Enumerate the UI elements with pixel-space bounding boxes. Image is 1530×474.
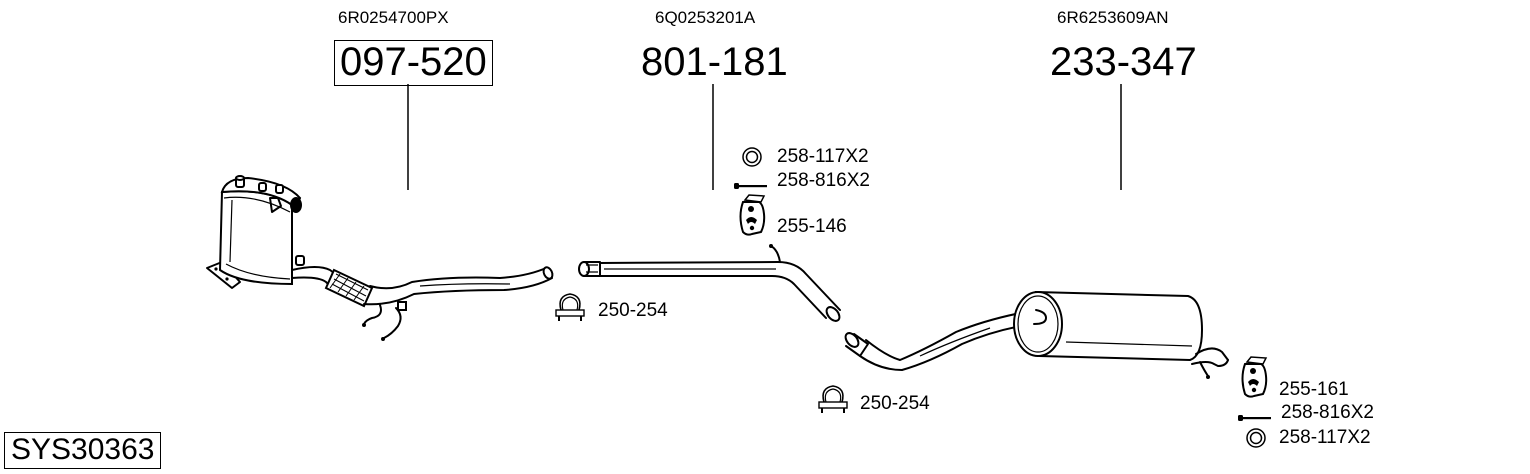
pipe-clamp-icon: [816, 382, 850, 416]
oem-number-part-2: 6Q0253201A: [655, 8, 756, 27]
accessory-label[interactable]: 255-146: [777, 216, 847, 237]
sealing-ring-icon: [741, 146, 763, 168]
accessory-label[interactable]: 258-816X2: [777, 170, 870, 191]
dpf-drawing: [206, 175, 554, 341]
sealing-ring-icon: [1245, 427, 1267, 449]
bolt-icon: [734, 182, 768, 190]
part-number-233-347[interactable]: 233-347: [1050, 40, 1197, 84]
system-code: SYS30363: [4, 432, 162, 469]
pipe-clamp-icon: [553, 290, 587, 324]
accessory-label[interactable]: 258-816X2: [1281, 402, 1374, 423]
oem-number-part-1: 6R0254700PX: [338, 8, 449, 27]
intermediate-pipe-drawing: [578, 244, 841, 322]
bolt-icon: [1238, 414, 1272, 422]
accessory-label[interactable]: 255-161: [1279, 379, 1349, 400]
part-number-801-181[interactable]: 801-181: [641, 40, 788, 84]
rubber-hanger-icon: [737, 194, 767, 236]
accessory-label[interactable]: 250-254: [598, 300, 668, 321]
rubber-hanger-icon: [1239, 356, 1269, 398]
part-number-097-520[interactable]: 097-520: [334, 40, 493, 86]
accessory-label[interactable]: 250-254: [860, 393, 930, 414]
oem-number-part-3: 6R6253609AN: [1057, 8, 1169, 27]
accessory-label[interactable]: 258-117X2: [777, 146, 869, 167]
accessory-label[interactable]: 258-117X2: [1279, 427, 1371, 448]
rear-silencer-drawing: [844, 290, 1229, 379]
